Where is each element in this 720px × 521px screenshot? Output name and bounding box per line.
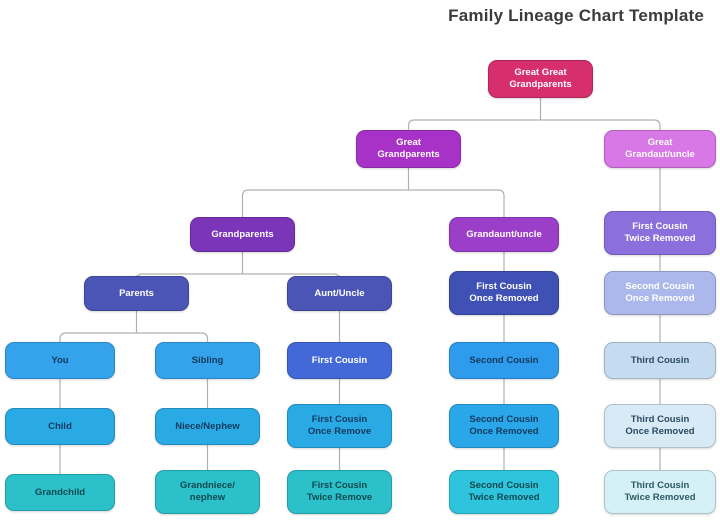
node-fc1r[interactable]: First Cousin Once Removed [449,271,559,315]
node-gnn[interactable]: Grandniece/ nephew [155,470,260,514]
node-sc2r[interactable]: Second Cousin Twice Removed [449,470,559,514]
page-title: Family Lineage Chart Template [448,6,704,25]
connector [540,119,661,131]
node-fc[interactable]: First Cousin [287,342,392,379]
node-tc[interactable]: Third Cousin [604,342,716,379]
connector [136,332,209,343]
node-you[interactable]: You [5,342,115,379]
node-gau[interactable]: Grandaunt/uncle [449,217,559,252]
node-sib[interactable]: Sibling [155,342,260,379]
node-au[interactable]: Aunt/Uncle [287,276,392,311]
node-fc1rb[interactable]: First Cousin Once Remove [287,404,392,448]
node-chi[interactable]: Child [5,408,115,445]
connector [59,332,137,343]
node-nn[interactable]: Niece/Nephew [155,408,260,445]
node-ggg[interactable]: Great Great Grandparents [488,60,593,98]
node-gchi[interactable]: Grandchild [5,474,115,511]
node-gg[interactable]: Great Grandparents [356,130,461,168]
node-sc1rb[interactable]: Second Cousin Once Removed [449,404,559,448]
node-gp[interactable]: Grandparents [190,217,295,252]
node-ggau[interactable]: Great Grandaut/uncle [604,130,716,168]
node-fc2rb[interactable]: First Cousin Twice Remove [287,470,392,514]
node-tc2r[interactable]: Third Cousin Twice Removed [604,470,716,514]
node-tc1r[interactable]: Third Cousin Once Removed [604,404,716,448]
node-fc2r[interactable]: First Cousin Twice Removed [604,211,716,255]
connector [408,189,505,218]
connector [241,189,409,218]
node-sc[interactable]: Second Cousin [449,342,559,379]
node-par[interactable]: Parents [84,276,189,311]
node-sc1ra[interactable]: Second Cousin Once Removed [604,271,716,315]
connector [407,119,541,131]
